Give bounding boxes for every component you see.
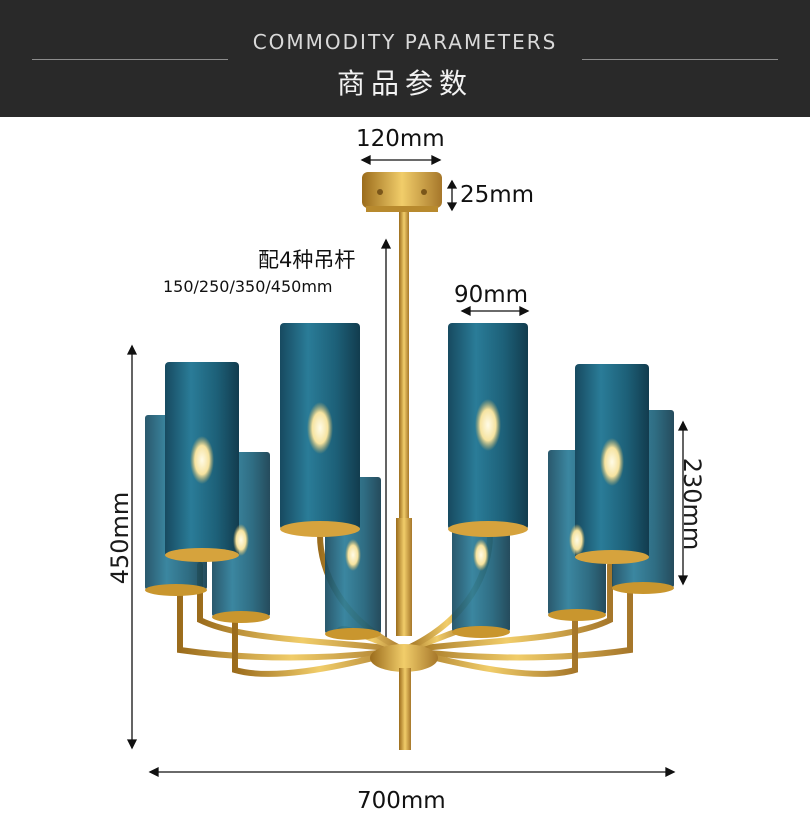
shade-width-label: 90mm xyxy=(454,282,529,308)
canopy xyxy=(362,172,442,212)
down-rod xyxy=(399,212,409,522)
canopy-height-label: 25mm xyxy=(460,182,535,208)
canopy-width-label: 120mm xyxy=(356,126,445,152)
finial xyxy=(399,668,411,750)
header-title-en: COMMODITY PARAMETERS xyxy=(252,30,558,54)
chandelier-diagram xyxy=(126,154,689,778)
header-title-zh: 商品参数 xyxy=(336,67,473,100)
header-banner: COMMODITY PARAMETERS 商品参数 xyxy=(0,0,810,117)
hub xyxy=(370,644,438,672)
central-column xyxy=(396,518,412,636)
rod-options-label: 150/250/350/450mm xyxy=(163,277,333,296)
rod-note-label: 配4种吊杆 xyxy=(258,248,356,272)
header-divider-left xyxy=(32,59,228,60)
dimension-lines xyxy=(126,154,689,778)
total-width-label: 700mm xyxy=(357,788,446,814)
header-divider-right xyxy=(582,59,778,60)
total-height-label: 450mm xyxy=(106,491,134,585)
candle-bulbs xyxy=(190,399,624,571)
shade-height-label: 230mm xyxy=(678,457,706,551)
